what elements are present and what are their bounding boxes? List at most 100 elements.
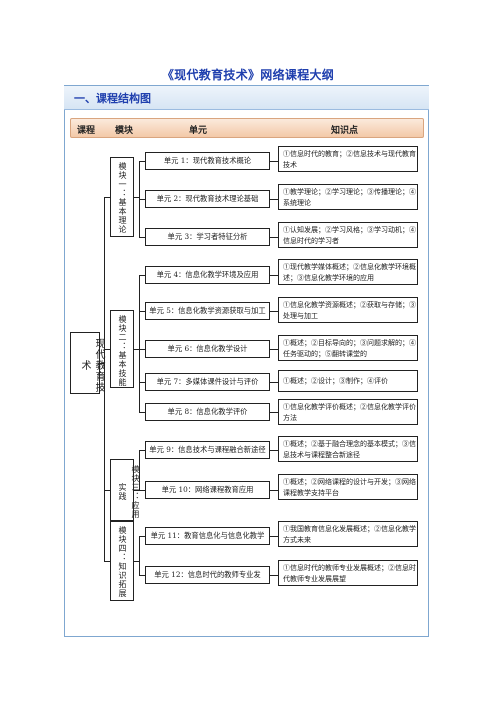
connector-line	[139, 199, 145, 200]
connector-line	[134, 349, 139, 350]
knowledge-box: ①教学理论；②学习理论；③传播理论；④系统理论	[278, 184, 418, 210]
knowledge-text: ①信息时代的教师专业发展概述；②信息时代教师专业发展展望	[283, 564, 416, 583]
unit-label: 单元 3：学习者特征分析	[167, 232, 248, 241]
connector-line	[270, 349, 278, 350]
connector-line	[270, 161, 278, 162]
unit-box: 单元 10：网络课程教育应用	[145, 481, 270, 499]
connector-line	[134, 197, 139, 198]
unit-label: 单元 6：信息化教学设计	[167, 344, 248, 353]
module-label: 模块三：应用实践	[118, 465, 140, 519]
connector-line	[139, 311, 145, 312]
module-label: 模块四：知识拓展	[118, 526, 127, 598]
knowledge-text: ①概述；②设计；③制作；④评价	[283, 377, 388, 385]
unit-box: 单元 5：信息化教学资源获取与加工	[145, 302, 270, 320]
section-header-bar: 一、课程结构图	[64, 86, 429, 110]
module-box: 模块二：基本技能	[110, 310, 134, 388]
unit-box: 单元 8：信息化教学评价	[145, 403, 270, 421]
unit-box: 单元 7：多媒体课件设计与评价	[145, 373, 270, 391]
unit-label: 单元 4：信息化教学环境及应用	[156, 270, 259, 279]
unit-label: 单元 2：现代教育技术理论基础	[156, 194, 259, 203]
connector-line	[139, 161, 145, 162]
unit-box: 单元 9：信息技术与课程融合新途径	[145, 441, 270, 459]
unit-box: 单元 3：学习者特征分析	[145, 228, 270, 246]
course-root-box: 现代教育技术	[70, 332, 104, 394]
connector-line	[139, 450, 140, 491]
column-header-knowledge: 知识点	[331, 126, 359, 136]
connector-line	[139, 275, 140, 412]
connector-line	[270, 237, 278, 238]
column-header-row: 课程 模块 单元 知识点	[70, 118, 424, 138]
page-frame	[64, 85, 429, 637]
module-box: 模块四：知识拓展	[110, 521, 134, 601]
unit-label: 单元 12：信息时代的教师专业发	[154, 570, 261, 579]
module-box: 模块三：应用实践	[110, 459, 140, 521]
knowledge-box: ①概述；②网络课程的设计与开发；③网络课程教学支持平台	[278, 474, 418, 500]
knowledge-box: ①现代教学媒体概述；②信息化教学环境概述；③信息化教学环境的应用	[278, 259, 418, 285]
knowledge-box: ①概述；②目标导向的；③问题求解的；④任务驱动的；⑤翻转课堂的	[278, 335, 418, 361]
module-box: 模块一：基本理论	[110, 157, 134, 237]
unit-box: 单元 4：信息化教学环境及应用	[145, 266, 270, 284]
knowledge-text: ①概述；②基于融合理念的基本模式；③信息技术与课程整合新途径	[283, 440, 416, 459]
column-header-unit: 单元	[189, 126, 208, 136]
connector-line	[134, 561, 139, 562]
connector-line	[139, 412, 145, 413]
knowledge-box: ①概述；②基于融合理念的基本模式；③信息技术与课程整合新途径	[278, 436, 418, 462]
connector-line	[270, 412, 278, 413]
connector-line	[104, 349, 110, 350]
connector-line	[139, 237, 145, 238]
connector-line	[100, 363, 104, 364]
connector-line	[270, 382, 278, 383]
connector-line	[104, 561, 110, 562]
knowledge-text: ①信息时代的教育；②信息技术与现代教育技术	[283, 150, 416, 169]
connector-line	[270, 575, 278, 576]
knowledge-box: ①信息化教学评价概述；②信息化教学评价方法	[278, 399, 418, 425]
knowledge-text: ①认知发展；②学习风格；③学习动机；④信息时代的学习者	[283, 226, 416, 245]
connector-line	[139, 275, 145, 276]
connector-line	[270, 199, 278, 200]
course-root-label: 现代教育技术	[79, 338, 104, 393]
unit-box: 单元 1：现代教育技术概论	[145, 152, 270, 170]
unit-label: 单元 10：网络课程教育应用	[161, 485, 254, 494]
knowledge-box: ①认知发展；②学习风格；③学习动机；④信息时代的学习者	[278, 222, 418, 248]
knowledge-text: ①概述；②网络课程的设计与开发；③网络课程教学支持平台	[283, 478, 416, 497]
knowledge-text: ①教学理论；②学习理论；③传播理论；④系统理论	[283, 188, 416, 207]
module-label: 模块二：基本技能	[118, 315, 127, 387]
unit-box: 单元 6：信息化教学设计	[145, 340, 270, 358]
knowledge-box: ①信息时代的教师专业发展概述；②信息时代教师专业发展展望	[278, 560, 418, 586]
connector-line	[134, 490, 139, 491]
connector-line	[270, 275, 278, 276]
unit-box: 单元 11：教育信息化与信息化教学	[145, 527, 270, 545]
connector-line	[139, 490, 145, 491]
knowledge-text: ①信息化教学资源概述；②获取与存储；③处理与加工	[283, 301, 416, 320]
unit-label: 单元 8：信息化教学评价	[167, 407, 248, 416]
knowledge-box: ①我国教育信息化发展概述；②信息化教学方式未来	[278, 521, 418, 547]
connector-line	[139, 349, 145, 350]
connector-line	[139, 536, 145, 537]
section-title: 一、课程结构图	[74, 92, 151, 105]
connector-line	[139, 450, 145, 451]
knowledge-box: ①信息化教学资源概述；②获取与存储；③处理与加工	[278, 297, 418, 323]
connector-line	[104, 197, 105, 561]
unit-label: 单元 1：现代教育技术概论	[163, 156, 252, 165]
connector-line	[270, 536, 278, 537]
unit-label: 单元 9：信息技术与课程融合新途径	[149, 445, 266, 454]
knowledge-text: ①概述；②目标导向的；③问题求解的；④任务驱动的；⑤翻转课堂的	[283, 339, 416, 358]
document-title: 《现代教育技术》网络课程大纲	[161, 68, 335, 82]
connector-line	[270, 311, 278, 312]
connector-line	[139, 536, 140, 576]
unit-label: 单元 7：多媒体课件设计与评价	[156, 377, 259, 386]
unit-label: 单元 5：信息化教学资源获取与加工	[149, 306, 266, 315]
connector-line	[139, 575, 145, 576]
connector-line	[270, 450, 278, 451]
knowledge-text: ①我国教育信息化发展概述；②信息化教学方式未来	[283, 525, 416, 544]
connector-line	[270, 490, 278, 491]
connector-line	[139, 382, 145, 383]
knowledge-text: ①信息化教学评价概述；②信息化教学评价方法	[283, 403, 416, 422]
connector-line	[104, 197, 110, 198]
unit-box: 单元 2：现代教育技术理论基础	[145, 190, 270, 208]
knowledge-text: ①现代教学媒体概述；②信息化教学环境概述；③信息化教学环境的应用	[283, 263, 416, 282]
unit-label: 单元 11：教育信息化与信息化教学	[150, 531, 265, 540]
knowledge-box: ①信息时代的教育；②信息技术与现代教育技术	[278, 146, 418, 172]
column-header-course: 课程	[77, 126, 96, 136]
column-header-module: 模块	[115, 126, 134, 136]
